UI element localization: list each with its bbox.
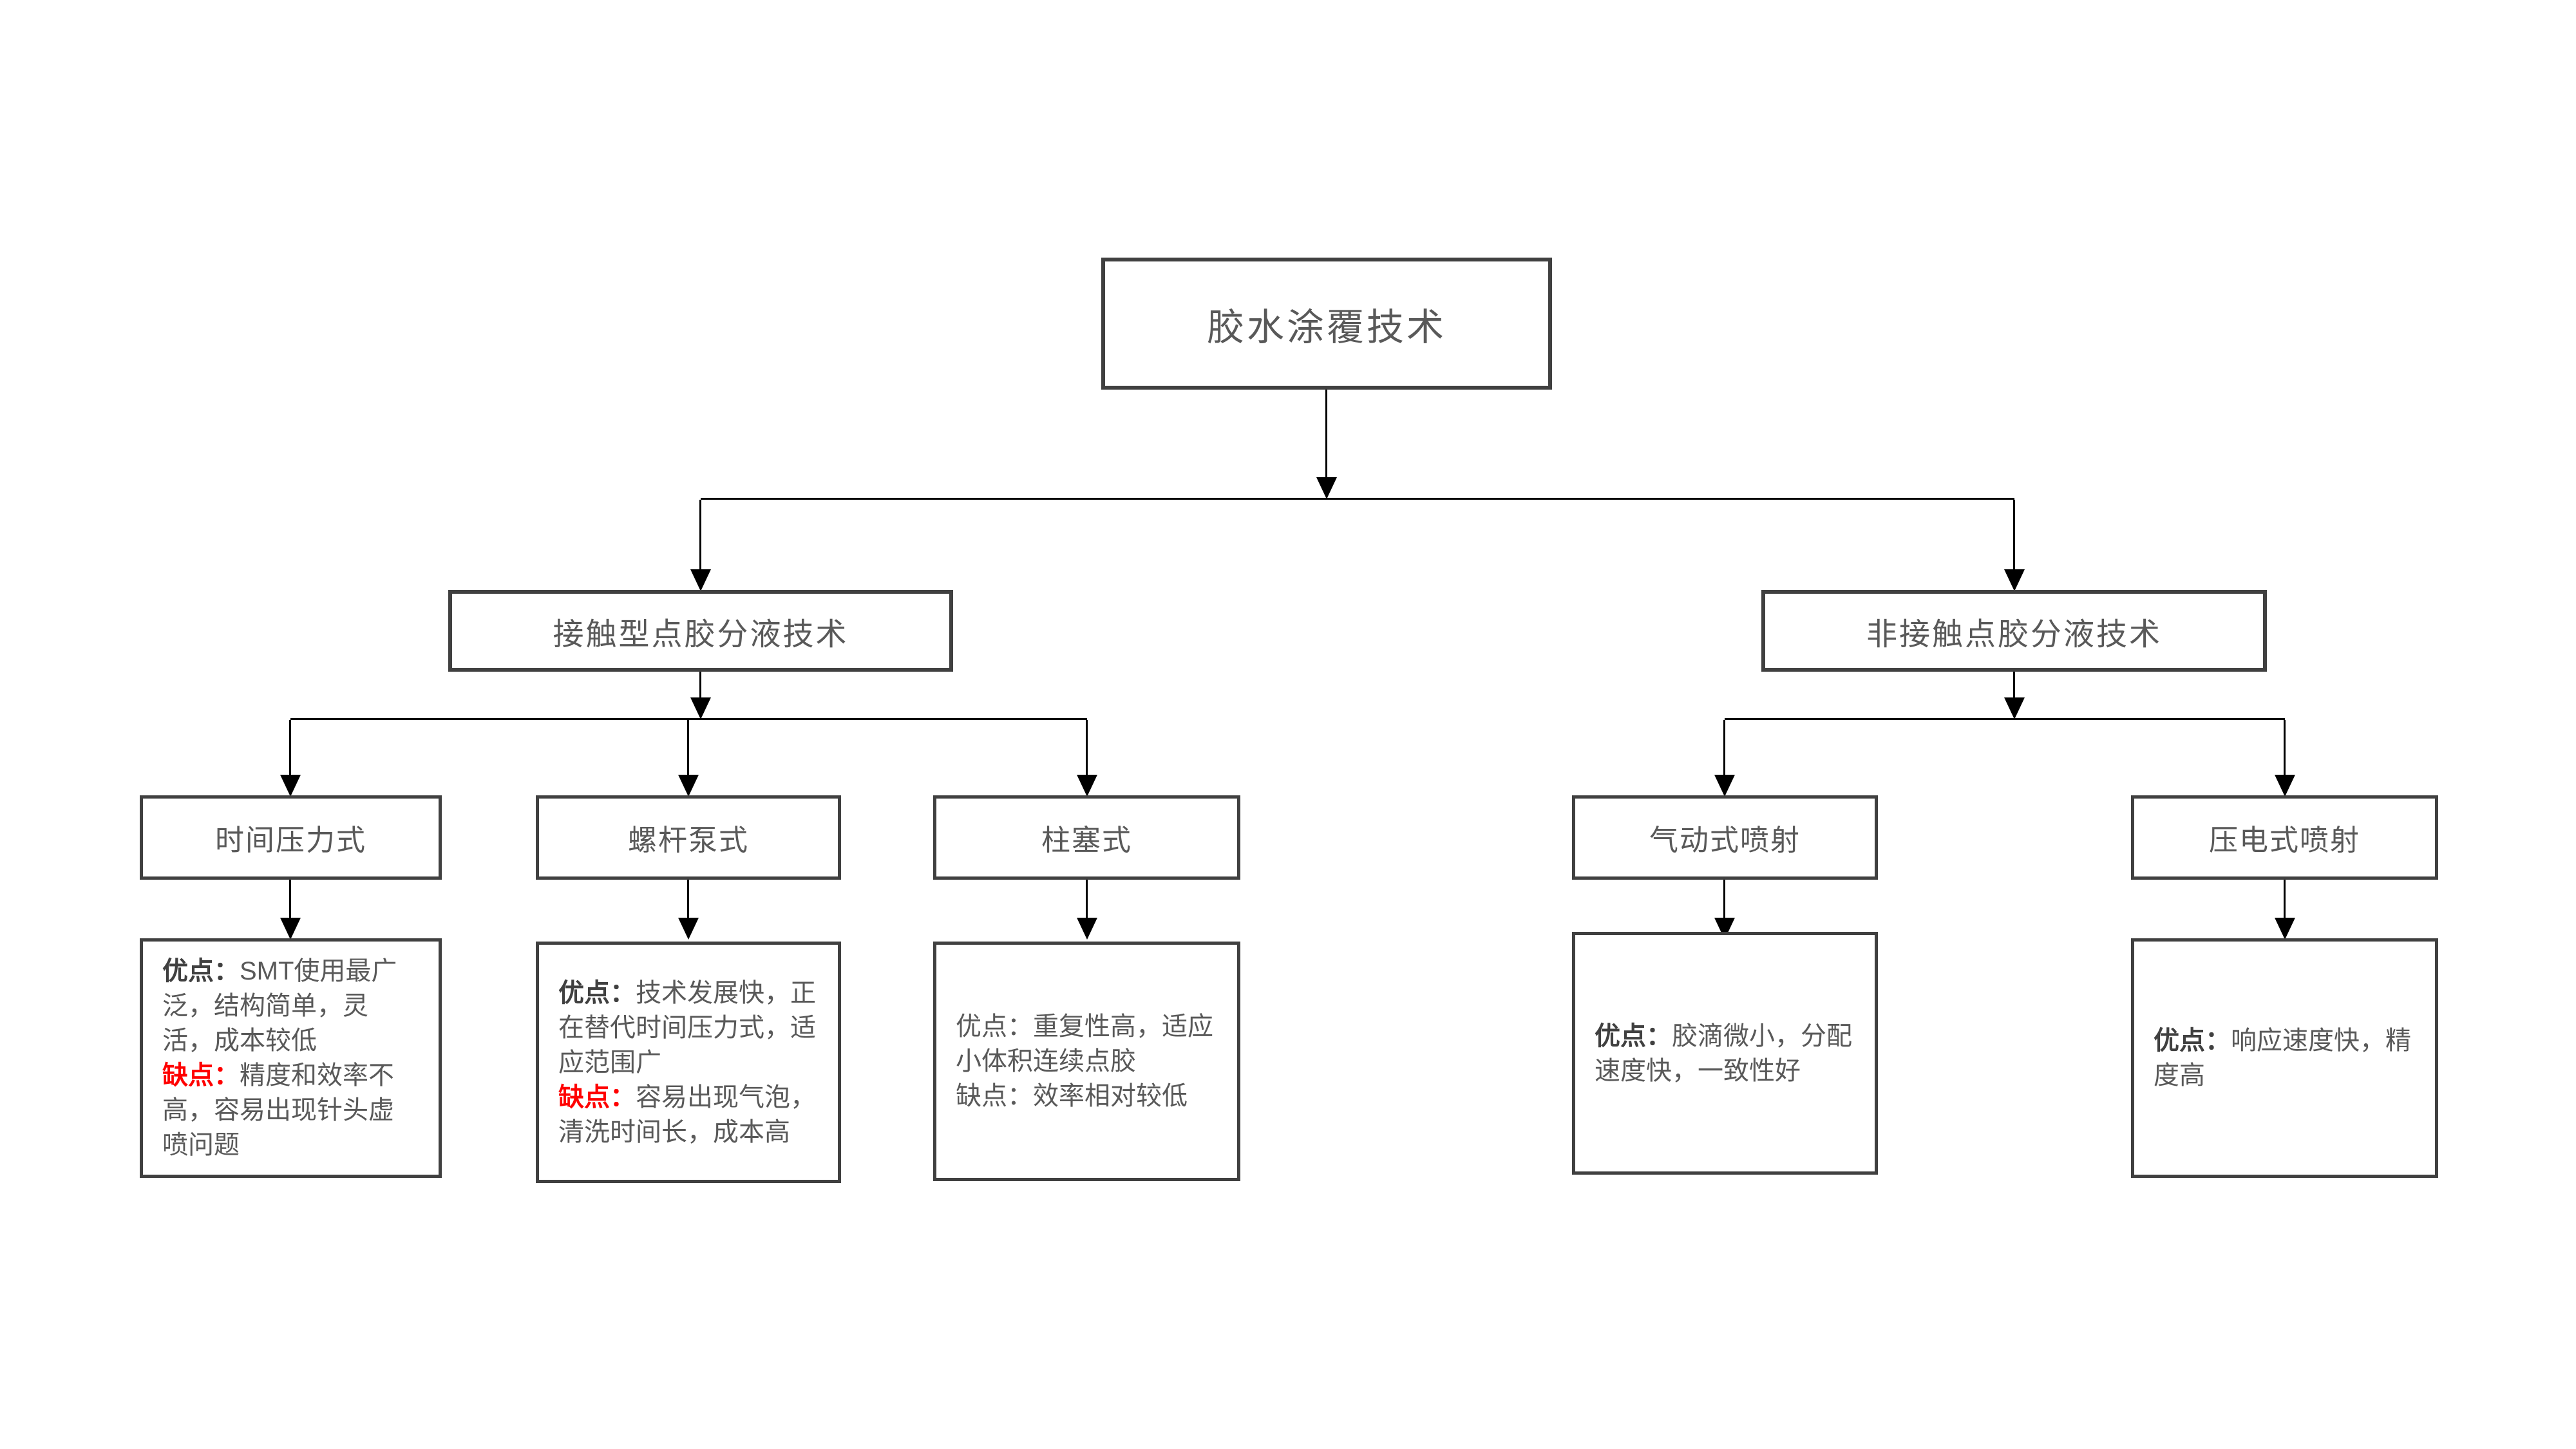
disadvantage-label: 缺点： — [956, 1082, 1033, 1110]
advantage-text: 响应速度快，精度高 — [2154, 1027, 2411, 1090]
node-label: 时间压力式 — [214, 824, 366, 857]
node-contact-dispensing-technology: 接触型点胶分液技术 — [448, 590, 953, 672]
connector-desc5-arrowhead — [2275, 918, 2295, 940]
advantage-label: 优点： — [1595, 1021, 1672, 1050]
advantage-text: SMT使用最广泛，结构简单，灵活，成本较低 — [162, 957, 397, 1055]
desc-piezoelectric-jetting: 优点：响应速度快，精度高 — [2131, 938, 2438, 1178]
connector-branch-contact-drop-arrowhead — [690, 569, 711, 591]
disadvantage-text: 效率相对较低 — [1033, 1082, 1188, 1110]
node-label: 接触型点胶分液技术 — [553, 617, 849, 652]
connector-leaf1-drop-vline — [289, 720, 291, 777]
connector-desc4-vline — [1723, 880, 1725, 920]
node-time-pressure-type: 时间压力式 — [140, 795, 442, 880]
connector-root-split-hline — [701, 498, 2014, 500]
connector-leaf4-drop-vline — [1723, 720, 1725, 777]
node-glue-coating-technology: 胶水涂覆技术 — [1101, 258, 1552, 390]
connector-leaf2-drop-vline — [687, 720, 689, 777]
desc-paragraph: 缺点：效率相对较低 — [956, 1079, 1188, 1113]
connector-leaf3-drop-vline — [1086, 720, 1088, 777]
advantage-text: 重复性高，适应小体积连续点胶 — [956, 1012, 1213, 1075]
desc-screw-pump-type: 优点：技术发展快，正在替代时间压力式，适应范围广 缺点：容易出现气泡，清洗时间长… — [536, 942, 841, 1183]
desc-paragraph: 优点：响应速度快，精度高 — [2154, 1023, 2416, 1093]
connector-leaf1-drop-arrowhead — [280, 775, 301, 797]
node-label: 非接触点胶分液技术 — [1866, 617, 2162, 652]
desc-paragraph: 缺点：容易出现气泡，清洗时间长，成本高 — [558, 1080, 819, 1150]
desc-paragraph: 缺点：精度和效率不高，容易出现针头虚喷问题 — [162, 1058, 419, 1162]
connector-noncontact-vline — [2013, 672, 2015, 699]
advantage-text: 技术发展快，正在替代时间压力式，适应范围广 — [558, 978, 816, 1077]
connector-noncontact-arrowhead — [2004, 697, 2025, 719]
connector-desc5-vline — [2284, 880, 2286, 920]
connector-desc2-arrowhead — [678, 918, 699, 940]
node-label: 螺杆泵式 — [627, 824, 749, 857]
disadvantage-label: 缺点： — [558, 1083, 636, 1112]
connector-contact-vline — [699, 672, 701, 699]
connector-leaf3-drop-arrowhead — [1077, 775, 1097, 797]
connector-leaf4-drop-arrowhead — [1714, 775, 1735, 797]
node-label: 柱塞式 — [1041, 824, 1132, 857]
disadvantage-text: 容易出现气泡，清洗时间长，成本高 — [558, 1083, 816, 1146]
advantage-text: 胶滴微小，分配速度快，一致性好 — [1595, 1021, 1852, 1085]
advantage-label: 优点： — [956, 1012, 1033, 1041]
disadvantage-label: 缺点： — [162, 1061, 240, 1090]
connector-leaf5-drop-arrowhead — [2275, 775, 2295, 797]
connector-contact-arrowhead — [690, 697, 711, 719]
node-label: 气动式喷射 — [1649, 824, 1801, 857]
node-label: 压电式喷射 — [2208, 824, 2360, 857]
connector-noncontact-split-hline — [1725, 718, 2285, 720]
connector-root-vline — [1325, 390, 1327, 478]
connector-leaf2-drop-arrowhead — [678, 775, 699, 797]
desc-paragraph: 优点：技术发展快，正在替代时间压力式，适应范围广 — [558, 976, 819, 1080]
desc-pneumatic-jetting: 优点：胶滴微小，分配速度快，一致性好 — [1572, 932, 1878, 1175]
node-noncontact-dispensing-technology: 非接触点胶分液技术 — [1761, 590, 2267, 672]
connector-branch-noncontact-drop-arrowhead — [2004, 569, 2025, 591]
advantage-label: 优点： — [2154, 1027, 2231, 1055]
advantage-label: 优点： — [162, 957, 240, 985]
node-piezoelectric-jetting: 压电式喷射 — [2131, 795, 2438, 880]
connector-contact-split-hline — [290, 718, 1087, 720]
disadvantage-text: 精度和效率不高，容易出现针头虚喷问题 — [162, 1061, 394, 1159]
node-label: 胶水涂覆技术 — [1206, 306, 1446, 348]
connector-desc3-arrowhead — [1077, 918, 1097, 940]
advantage-label: 优点： — [558, 978, 636, 1007]
connector-desc1-arrowhead — [280, 918, 301, 940]
connector-root-arrowhead — [1316, 477, 1337, 499]
connector-desc3-vline — [1086, 880, 1088, 920]
connector-branch-contact-drop-vline — [699, 500, 701, 571]
node-plunger-type: 柱塞式 — [933, 795, 1240, 880]
connector-branch-noncontact-drop-vline — [2013, 500, 2015, 571]
connector-desc1-vline — [289, 880, 291, 920]
connector-leaf5-drop-vline — [2284, 720, 2286, 777]
node-screw-pump-type: 螺杆泵式 — [536, 795, 841, 880]
desc-paragraph: 优点：重复性高，适应小体积连续点胶 — [956, 1009, 1218, 1079]
desc-paragraph: 优点：SMT使用最广泛，结构简单，灵活，成本较低 — [162, 954, 419, 1058]
connector-desc2-vline — [687, 880, 689, 920]
desc-time-pressure-type: 优点：SMT使用最广泛，结构简单，灵活，成本较低 缺点：精度和效率不高，容易出现… — [140, 938, 442, 1178]
desc-plunger-type: 优点：重复性高，适应小体积连续点胶 缺点：效率相对较低 — [933, 942, 1240, 1181]
desc-paragraph: 优点：胶滴微小，分配速度快，一致性好 — [1595, 1019, 1855, 1088]
node-pneumatic-jetting: 气动式喷射 — [1572, 795, 1878, 880]
